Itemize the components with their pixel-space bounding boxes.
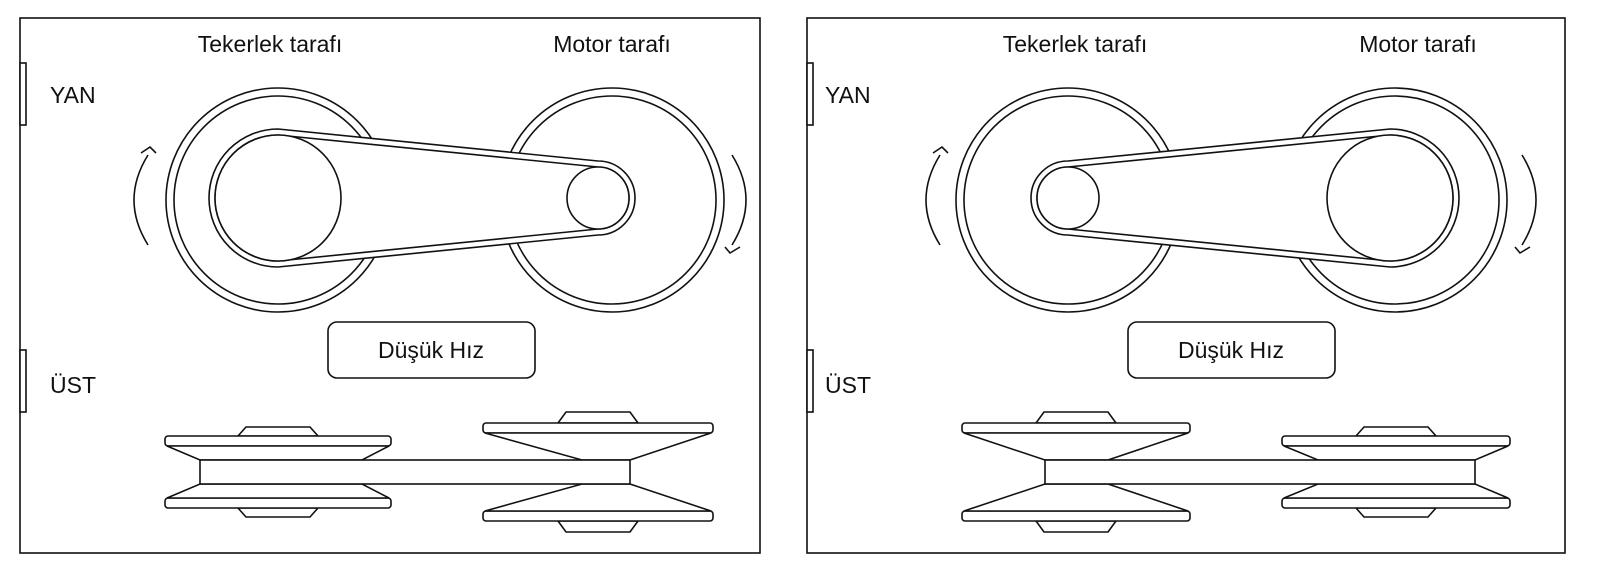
side-view-label: YAN <box>825 82 871 108</box>
wheel-pulley-hub-top <box>236 426 320 437</box>
wheel-pulley-flange-bottom <box>961 510 1191 522</box>
motor-pulley-flange-top <box>482 422 714 434</box>
motor-rotation-arrow-head <box>1514 246 1531 255</box>
top-view <box>164 411 714 533</box>
belt-top-view <box>1044 459 1476 485</box>
wheel-pulley-flange-top <box>164 435 392 447</box>
wheel-pulley-disc <box>1036 166 1100 230</box>
side-view-label: YAN <box>50 82 96 108</box>
belt-top-view <box>199 459 631 485</box>
motor-pulley-hub-bottom <box>556 520 640 533</box>
top-view-tab <box>806 349 814 413</box>
wheel-pulley-hub-top <box>1034 411 1118 424</box>
motor-pulley-hub-bottom <box>1354 507 1438 518</box>
top-view-label: ÜST <box>825 372 871 398</box>
motor-pulley-flange-top <box>1281 435 1511 447</box>
wheel-pulley-flange-bottom <box>164 497 392 509</box>
speed-badge <box>327 321 536 379</box>
motor-rotation-arrow-shaft <box>731 154 747 246</box>
speed-badge <box>1127 321 1336 379</box>
side-view <box>133 87 747 313</box>
motor-side-label: Motor tarafı <box>1359 31 1477 57</box>
wheel-rotation-arrow-head <box>140 145 157 154</box>
top-view-label: ÜST <box>50 372 96 398</box>
motor-pulley-flange-bottom <box>482 510 714 522</box>
wheel-pulley-hub-bottom <box>1034 520 1118 533</box>
panel-low-speed-1: Tekerlek tarafı Motor tarafı YAN ÜST Düş… <box>19 17 761 554</box>
motor-rotation-arrow-shaft <box>1521 154 1537 246</box>
panel-low-speed-2: Tekerlek tarafı Motor tarafı YAN ÜST Düş… <box>806 17 1566 554</box>
wheel-side-label: Tekerlek tarafı <box>1003 31 1147 57</box>
wheel-pulley-cone-bottom <box>166 483 390 499</box>
motor-pulley-flange-bottom <box>1281 497 1511 509</box>
panel-frame <box>806 17 1566 554</box>
panel-frame <box>19 17 761 554</box>
motor-pulley-hub-top <box>556 411 640 424</box>
motor-pulley-disc <box>566 166 630 230</box>
wheel-pulley-cone-top <box>166 445 390 461</box>
motor-side-label: Motor tarafı <box>553 31 671 57</box>
speed-label: Düşük Hız <box>378 337 484 363</box>
motor-pulley-cone-bottom <box>1283 483 1509 499</box>
motor-rotation-arrow-head <box>724 246 741 255</box>
wheel-rotation-arrow-shaft <box>133 154 149 246</box>
wheel-side-label: Tekerlek tarafı <box>198 31 342 57</box>
side-view-tab <box>806 62 814 126</box>
motor-pulley-cone-top <box>484 432 712 461</box>
wheel-pulley-cone-bottom <box>963 483 1189 512</box>
top-view-tab <box>19 349 27 413</box>
wheel-rotation-arrow-head <box>932 145 949 154</box>
side-view <box>925 87 1537 313</box>
top-view <box>961 411 1511 533</box>
wheel-pulley-flange-top <box>961 422 1191 434</box>
speed-label: Düşük Hız <box>1178 337 1284 363</box>
wheel-pulley-disc <box>214 134 342 262</box>
motor-pulley-disc <box>1326 134 1454 262</box>
wheel-pulley-cone-top <box>963 432 1189 461</box>
side-view-tab <box>19 62 27 126</box>
motor-pulley-hub-top <box>1354 426 1438 437</box>
wheel-pulley-hub-bottom <box>236 507 320 518</box>
wheel-rotation-arrow-shaft <box>925 154 941 246</box>
motor-pulley-cone-bottom <box>484 483 712 512</box>
motor-pulley-cone-top <box>1283 445 1509 461</box>
